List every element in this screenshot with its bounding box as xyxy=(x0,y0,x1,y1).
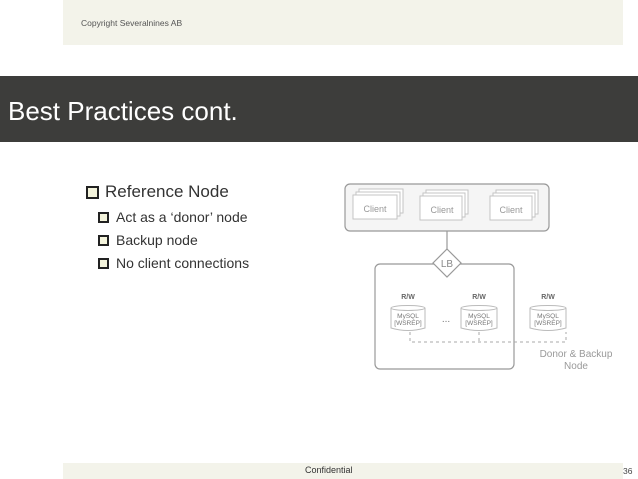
mysql-node-1: R/W MySQL [WSREP] xyxy=(390,294,426,331)
header-band xyxy=(63,0,623,45)
client-label: Client xyxy=(430,205,454,215)
donor-label-line1: Donor & Backup xyxy=(540,349,613,360)
mysql-node-2: R/W MySQL [WSREP] xyxy=(460,294,498,331)
sub-bullet-donor: Act as a ‘donor’ node xyxy=(98,209,248,225)
client-stack-1: Client xyxy=(352,188,404,220)
bullet-reference-node: Reference Node xyxy=(86,182,229,202)
ellipsis-text: ... xyxy=(442,314,450,325)
database-icon xyxy=(390,305,426,311)
node-line2: [WSREP] xyxy=(534,320,562,327)
footer-band xyxy=(63,463,623,479)
slide-title: Best Practices cont. xyxy=(8,96,238,126)
page-number: 36 xyxy=(623,466,633,476)
lb-label: LB xyxy=(441,259,454,270)
node-line1: MySQL xyxy=(397,313,419,320)
bullet-square-icon xyxy=(86,185,99,199)
sub-bullet-no-clients: No client connections xyxy=(98,255,249,271)
bullet-text: Reference Node xyxy=(105,182,229,201)
node-line2: [WSREP] xyxy=(394,320,422,327)
donor-label-line2: Node xyxy=(564,361,588,372)
confidential-label: Confidential xyxy=(305,465,353,475)
title-bar: Best Practices cont. xyxy=(0,76,638,142)
load-balancer: LB xyxy=(432,248,462,278)
node-mode: R/W xyxy=(401,294,415,301)
sub-bullet-text: No client connections xyxy=(116,255,250,271)
client-stack-3: Client xyxy=(489,189,539,221)
lb-diamond-icon xyxy=(432,248,462,278)
replication-dashed-line xyxy=(409,332,567,343)
sub-bullet-backup: Backup node xyxy=(98,232,198,248)
node-line1: MySQL xyxy=(468,313,490,320)
sub-bullet-text: Backup node xyxy=(116,232,198,248)
bullet-square-icon xyxy=(98,211,109,223)
copyright-text: Copyright Severalnines AB xyxy=(81,18,183,28)
client-label: Client xyxy=(363,204,387,214)
client-stack-2: Client xyxy=(419,189,469,221)
node-line1: MySQL xyxy=(537,313,559,320)
database-icon xyxy=(460,305,498,311)
node-line2: [WSREP] xyxy=(465,320,493,327)
mysql-node-3: R/W MySQL [WSREP] xyxy=(529,294,567,331)
sub-bullet-text: Act as a ‘donor’ node xyxy=(116,209,248,225)
bullet-square-icon xyxy=(98,234,109,246)
bullet-square-icon xyxy=(98,257,109,269)
node-mode: R/W xyxy=(472,294,486,301)
client-label: Client xyxy=(499,205,523,215)
node-mode: R/W xyxy=(541,294,555,301)
database-icon xyxy=(529,305,567,311)
